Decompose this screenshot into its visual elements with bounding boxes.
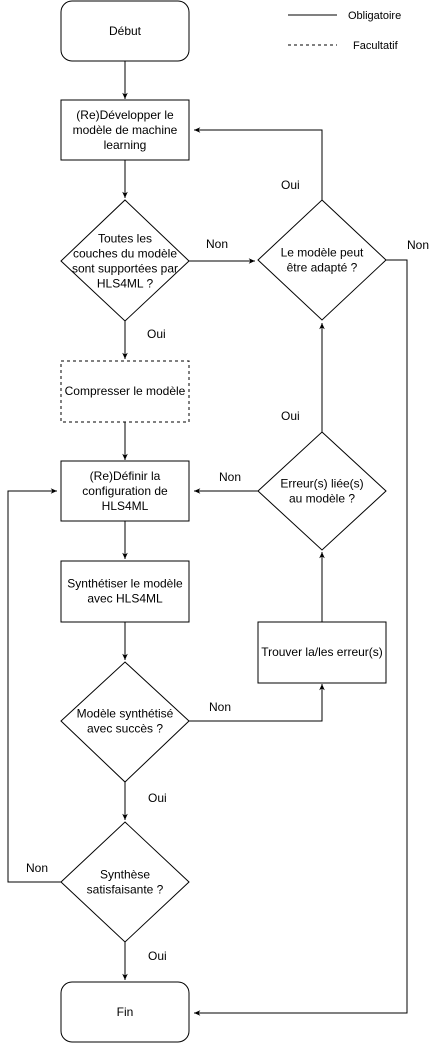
node-text-line: Trouver la/les erreur(s) (261, 645, 383, 659)
node-text-line: avec HLS4ML (87, 592, 163, 606)
node-text-line: (Re)Développer le (76, 108, 174, 122)
node-text-line: (Re)Définir la (90, 469, 161, 483)
edges (7, 61, 408, 1016)
legend-solid-label: Obligatoire (348, 10, 401, 22)
label-errors-yes: Oui (281, 409, 300, 423)
label-layers-no: Non (206, 237, 228, 251)
node-text-line: couches du modèle (73, 247, 177, 261)
node-text-line: sont supportées par (72, 262, 178, 276)
node-text-line: au modèle ? (289, 492, 355, 506)
legend-dashed-label: Facultatif (353, 40, 399, 52)
node-text-line: Modèle synthétisé (77, 707, 174, 721)
node-text-line: être adapté ? (287, 261, 358, 275)
label-layers-yes: Oui (147, 327, 166, 341)
edge-satisfying-define (7, 488, 61, 883)
edge-adaptable-develop (194, 127, 323, 200)
label-errors-no: Non (219, 470, 241, 484)
node-text-line: satisfaisante ? (87, 883, 164, 897)
node-start: Début (60, 0, 190, 62)
label-success-yes: Oui (148, 791, 167, 805)
edge-labels: Non Oui Oui Non Oui Non Non Oui Non Oui (26, 178, 429, 963)
node-text-line: configuration de (82, 484, 168, 498)
edge-success-find (189, 684, 325, 722)
node-text-line: Compresser le modèle (65, 384, 186, 398)
node-text-line: Synthétiser le modèle (67, 577, 183, 591)
label-success-no: Non (209, 700, 231, 714)
edge-adaptable-end (194, 259, 408, 1016)
label-satisfying-no: Non (26, 861, 48, 875)
node-text-line: Toutes les (98, 232, 152, 246)
node-text-line: learning (104, 138, 147, 152)
node-text-line: avec succès ? (87, 722, 163, 736)
node-end: Fin (60, 981, 190, 1043)
node-model-errors: Erreur(s) liée(s)au modèle ? (257, 431, 387, 551)
label-satisfying-yes: Oui (148, 949, 167, 963)
node-compress: Compresser le modèle (60, 360, 190, 423)
label-adapt-yes: Oui (281, 178, 300, 192)
node-text-line: Synthèse (100, 868, 150, 882)
node-text-line: Le modèle peut (281, 246, 364, 260)
node-find-errors-text: Trouver la/les erreur(s) (261, 645, 383, 659)
label-adapt-no: Non (407, 238, 429, 252)
node-compress-text: Compresser le modèle (65, 384, 186, 398)
node-find-errors: Trouver la/les erreur(s) (257, 621, 387, 684)
node-text-line: modèle de machine (73, 123, 178, 137)
node-model-errors-text: Erreur(s) liée(s)au modèle ? (280, 477, 363, 506)
node-text-line: Début (109, 24, 142, 38)
node-text-line: HLS4ML ? (97, 277, 154, 291)
node-end-text: Fin (117, 1005, 134, 1019)
node-text-line: Fin (117, 1005, 134, 1019)
node-text-line: HLS4ML (102, 499, 149, 513)
legend: Obligatoire Facultatif (288, 10, 401, 52)
node-start-text: Début (109, 24, 142, 38)
node-text-line: Erreur(s) liée(s) (280, 477, 363, 491)
